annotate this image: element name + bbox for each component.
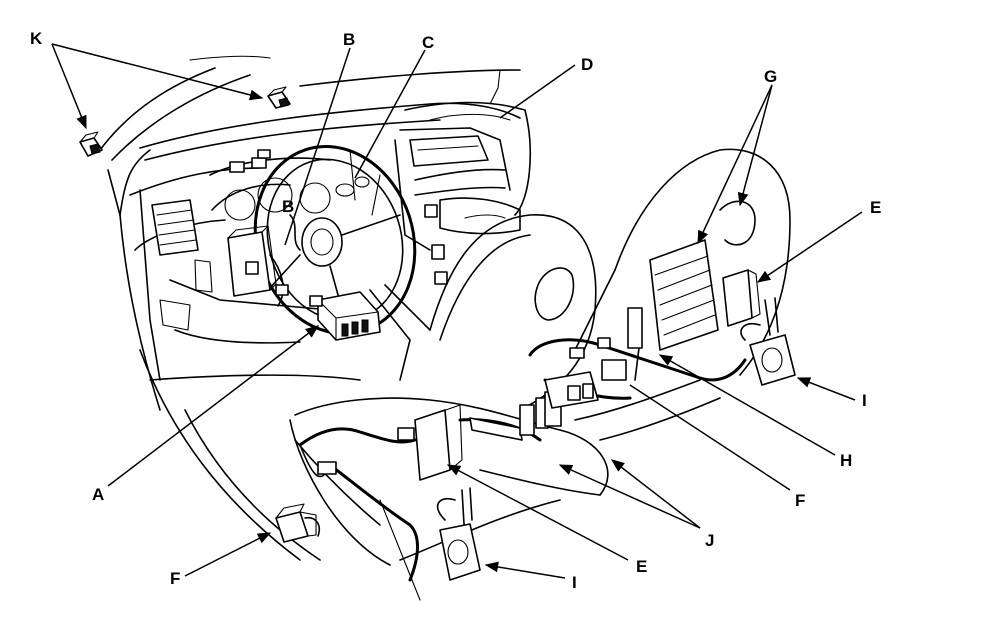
- callout-b: B: [343, 30, 355, 49]
- cable-reel-module: B: [227, 197, 301, 307]
- callout-k: K: [30, 29, 43, 48]
- callout-i-lower: I: [572, 573, 577, 592]
- dashboard-drawing: [99, 55, 531, 601]
- dash-sensors: [79, 86, 291, 157]
- callout-f-lower: F: [170, 569, 180, 588]
- callout-c: C: [422, 33, 434, 52]
- callout-labels: K B C D G E I H F J E I F A: [30, 29, 881, 592]
- srs-unit: [309, 291, 381, 341]
- callout-a: A: [92, 485, 104, 504]
- callout-d: D: [581, 55, 593, 74]
- callout-i-right: I: [862, 391, 867, 410]
- callout-j: J: [705, 531, 714, 550]
- callout-f-right: F: [795, 491, 805, 510]
- callout-e-lower: E: [636, 557, 647, 576]
- callout-h: H: [840, 451, 852, 470]
- leader-lines: [51, 43, 863, 579]
- callout-g: G: [764, 67, 777, 86]
- callout-e-upper: E: [870, 198, 881, 217]
- side-impact-sensor: [275, 503, 321, 543]
- passenger-seat: [528, 148, 796, 441]
- callout-b-inner: B: [282, 197, 294, 216]
